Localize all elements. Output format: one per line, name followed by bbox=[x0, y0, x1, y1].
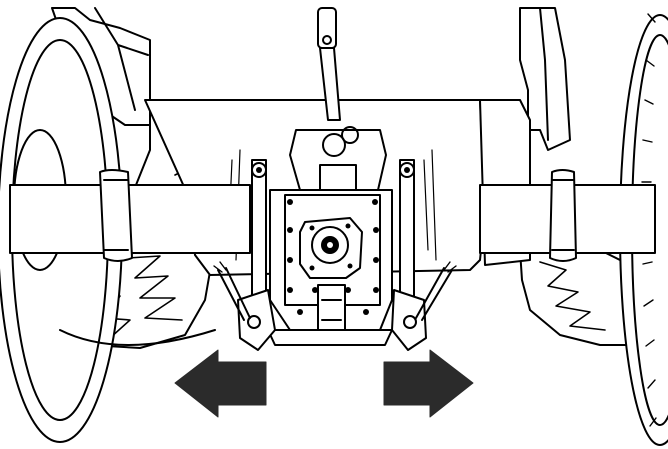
left-fender-inner bbox=[94, 7, 149, 111]
right-axle bbox=[479, 169, 656, 262]
left-axle bbox=[9, 169, 251, 262]
pto-housing bbox=[267, 189, 393, 346]
right-arrow-icon bbox=[383, 349, 474, 418]
left-stabilizer bbox=[217, 267, 251, 321]
left-lift-arm bbox=[213, 159, 276, 351]
left-arrow-icon bbox=[174, 349, 267, 418]
right-stabilizer bbox=[415, 267, 453, 321]
drawbar-base bbox=[267, 329, 393, 346]
right-fender-inner bbox=[539, 7, 549, 141]
right-axle-collar bbox=[549, 169, 577, 262]
right-tire-tread bbox=[519, 249, 641, 346]
right-tire-tread-pattern bbox=[539, 261, 606, 331]
right-lift-arm bbox=[391, 159, 457, 351]
pto-flange-bolts bbox=[309, 223, 353, 271]
top-link-rod bbox=[319, 47, 341, 121]
left-tire-lower bbox=[59, 329, 216, 346]
top-link-end bbox=[317, 7, 337, 49]
housing-bolts bbox=[287, 199, 379, 315]
top-link bbox=[289, 7, 387, 191]
left-axle-collar bbox=[99, 169, 133, 262]
right-rim-ticks bbox=[641, 13, 657, 427]
